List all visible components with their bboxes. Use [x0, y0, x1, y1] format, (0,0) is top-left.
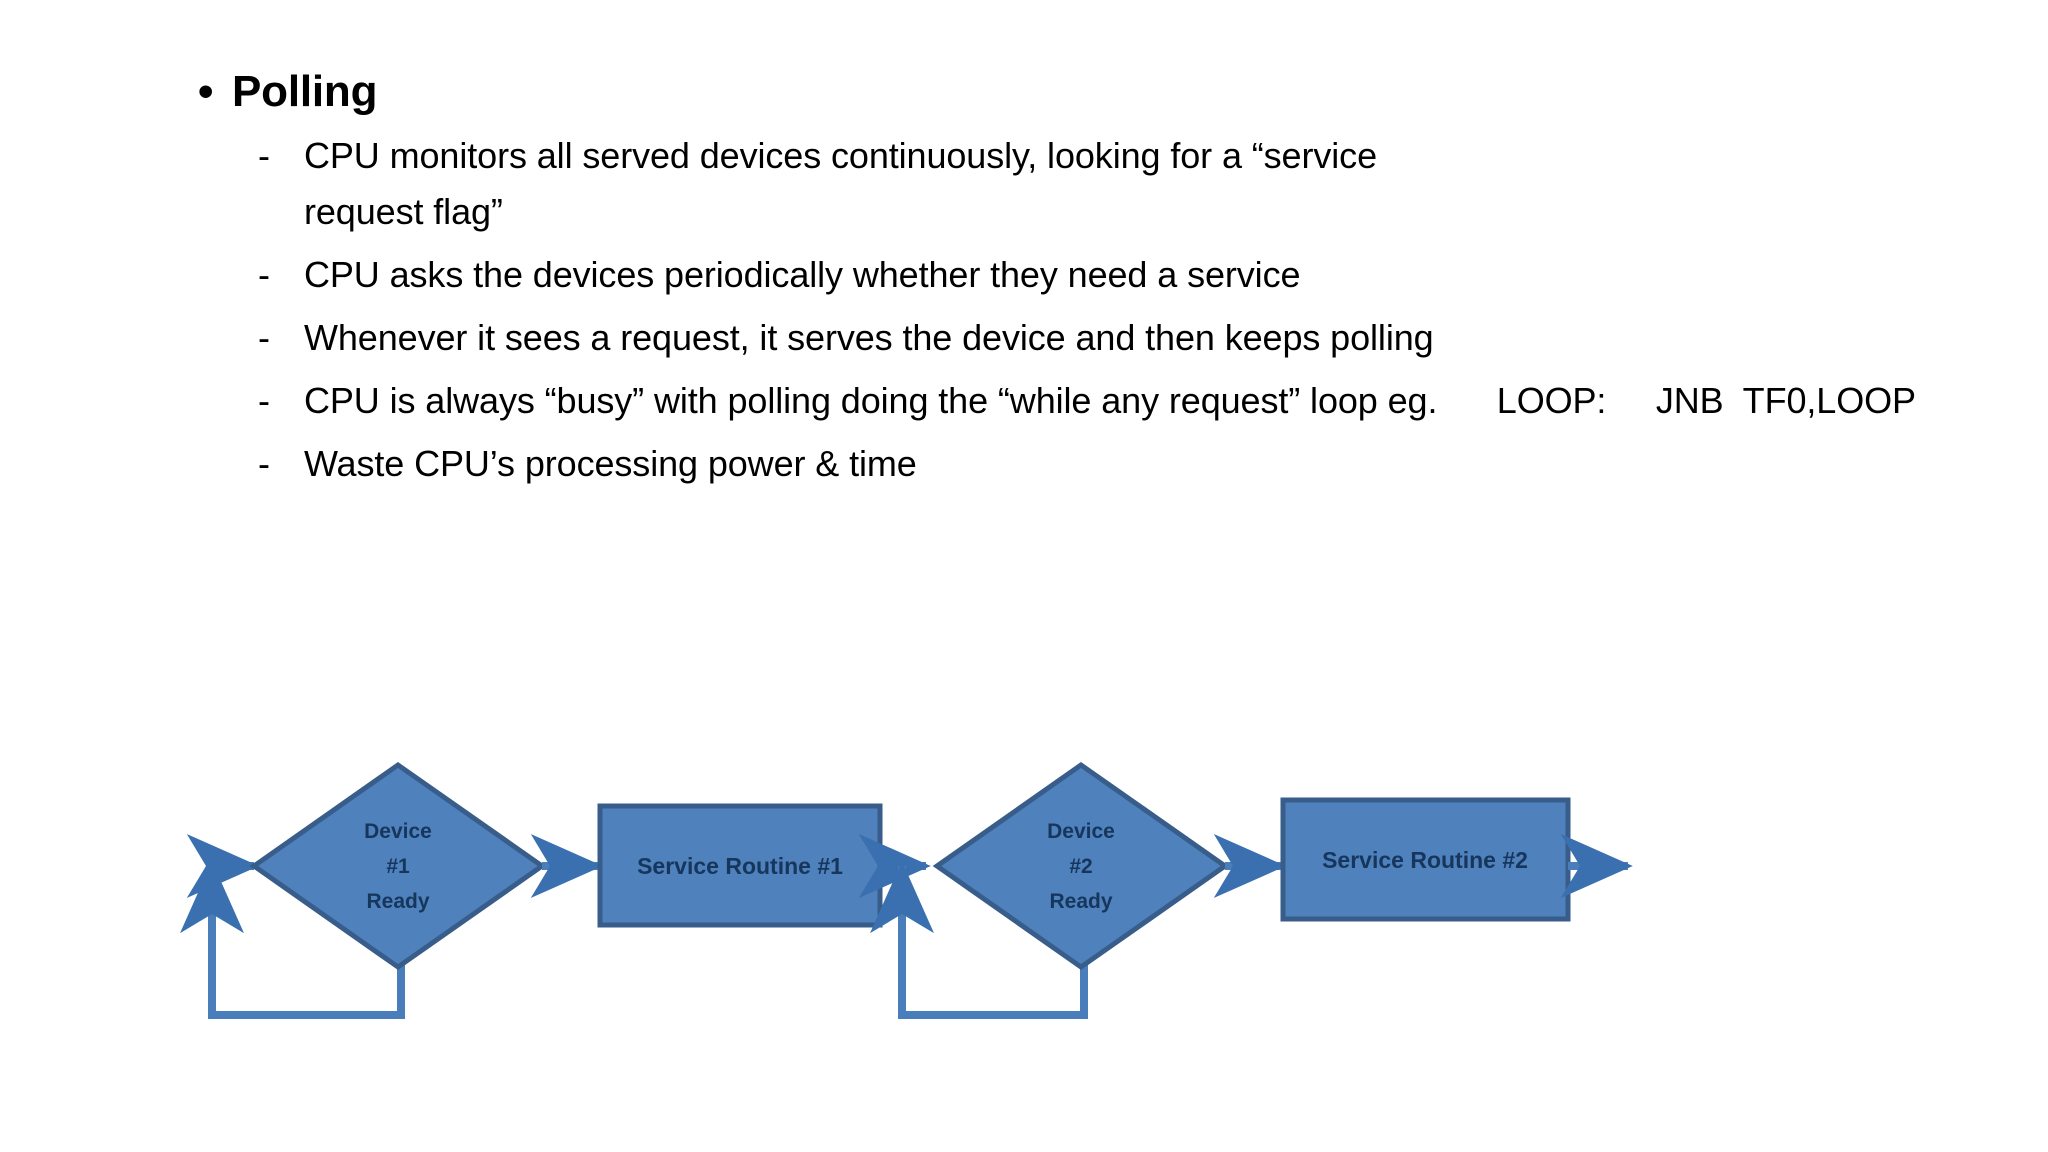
- list-item-text: CPU monitors all served devices continuo…: [304, 135, 1377, 232]
- node-device1-label-line3: Ready: [366, 890, 429, 913]
- slide-body: • Polling - CPU monitors all served devi…: [196, 62, 1916, 499]
- dash-marker-icon: -: [258, 380, 270, 421]
- node-device1-label-line2: #1: [386, 855, 410, 878]
- sub-bullet-list: - CPU monitors all served devices contin…: [196, 128, 1916, 492]
- dash-marker-icon: -: [258, 254, 270, 295]
- node-device2-label-line3: Ready: [1049, 890, 1112, 913]
- feedback-loop-device2: [870, 861, 1088, 1019]
- node-service1-rect: [597, 803, 883, 928]
- node-device2-diamond: [932, 761, 1230, 971]
- page-title: Polling: [232, 67, 378, 116]
- list-item-text: CPU is always “busy” with polling doing …: [304, 380, 1916, 421]
- node-device2-label-line2: #2: [1069, 855, 1092, 878]
- node-service1-label: Service Routine #1: [637, 853, 843, 879]
- list-item: - CPU asks the devices periodically whet…: [258, 247, 1536, 303]
- list-item-text: CPU asks the devices periodically whethe…: [304, 254, 1301, 295]
- bullet-dot-icon: •: [198, 67, 214, 116]
- list-item: - CPU is always “busy” with polling doin…: [258, 373, 1916, 429]
- node-device1-label-line1: Device: [364, 820, 432, 843]
- node-device1-diamond: [249, 761, 547, 971]
- feedback-loop-device1: [180, 861, 405, 1019]
- dash-marker-icon: -: [258, 443, 270, 484]
- list-item: - CPU monitors all served devices contin…: [258, 128, 1536, 240]
- list-item-text: Whenever it sees a request, it serves th…: [304, 317, 1434, 358]
- list-item-text: Waste CPU’s processing power & time: [304, 443, 917, 484]
- dash-marker-icon: -: [258, 317, 270, 358]
- node-service2-rect: [1280, 797, 1571, 922]
- list-item: - Whenever it sees a request, it serves …: [258, 310, 1536, 366]
- node-service2-label: Service Routine #2: [1322, 847, 1528, 873]
- node-device2-label-line1: Device: [1047, 820, 1115, 843]
- dash-marker-icon: -: [258, 135, 270, 176]
- list-item: - Waste CPU’s processing power & time: [258, 436, 1536, 492]
- title-bullet-row: • Polling: [196, 62, 1536, 122]
